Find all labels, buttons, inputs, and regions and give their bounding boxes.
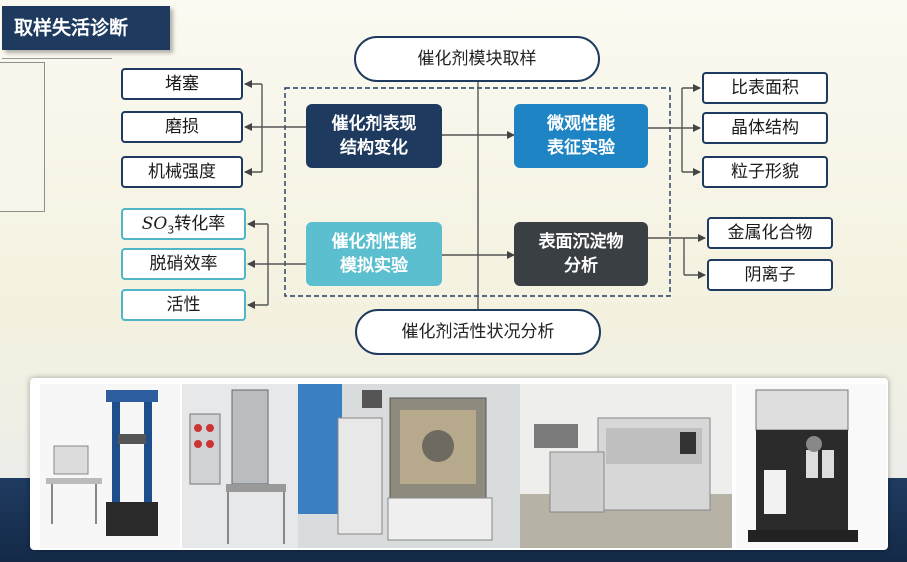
performance-simulation-block: 催化剂性能 模拟实验 xyxy=(306,222,442,286)
anions-box: 阴离子 xyxy=(707,259,833,291)
specific-surface-area-box: 比表面积 xyxy=(702,72,828,104)
title-divider xyxy=(2,58,112,59)
crystal-structure-box: 晶体结构 xyxy=(702,112,828,144)
mechanical-strength-box: 机械强度 xyxy=(121,156,243,188)
reactor-apparatus-photo xyxy=(182,384,298,548)
so3-subscript: 3 xyxy=(167,223,175,237)
so3-suffix: 转化率 xyxy=(174,214,226,234)
page-title: 取样失活诊断 xyxy=(2,6,170,50)
particle-morphology-box: 粒子形貌 xyxy=(702,156,828,188)
activity-box: 活性 xyxy=(121,289,246,321)
surface-analyzer-photo xyxy=(520,384,732,548)
material-testing-machine-photo xyxy=(40,384,180,548)
surface-structure-block: 催化剂表现 结构变化 xyxy=(306,104,442,168)
so3-conversion-box: SO3转化率 xyxy=(121,208,246,240)
so3-symbol: SO xyxy=(141,214,168,234)
blockage-box: 堵塞 xyxy=(121,68,243,100)
abrasion-box: 磨损 xyxy=(121,111,243,143)
metal-compounds-box: 金属化合物 xyxy=(707,217,833,249)
denitration-efficiency-box: 脱硝效率 xyxy=(121,248,246,280)
surface-deposits-block: 表面沉淀物 分析 xyxy=(514,222,648,286)
micro-characterization-block: 微观性能 表征实验 xyxy=(514,104,648,168)
activity-analysis-pill: 催化剂活性状况分析 xyxy=(355,309,601,355)
module-sampling-pill: 催化剂模块取样 xyxy=(354,36,600,82)
sorption-analyzer-photo xyxy=(736,384,886,548)
xrd-instrument-photo xyxy=(298,384,520,548)
side-panel xyxy=(0,62,45,212)
